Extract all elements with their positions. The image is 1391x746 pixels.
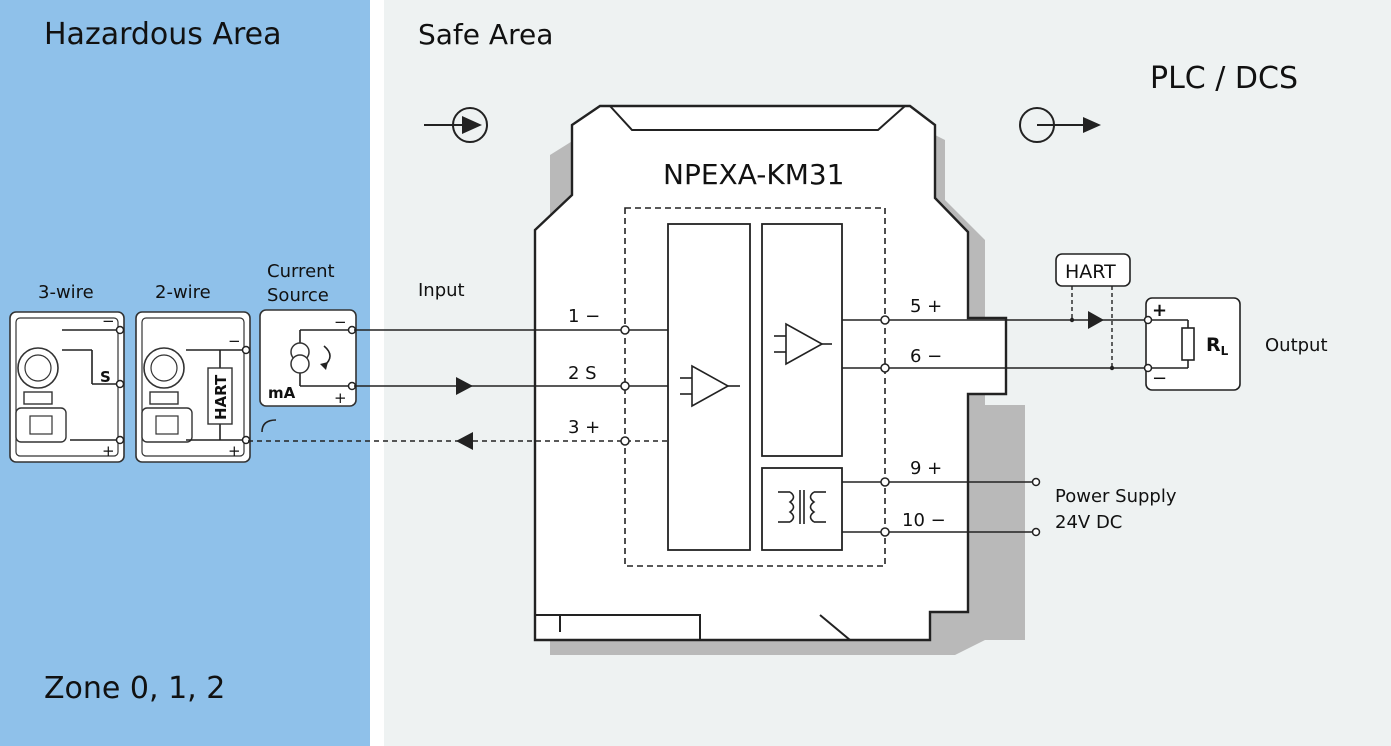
terminal-3 (620, 436, 630, 446)
three-wire-plus: + (102, 442, 115, 460)
safe-area-title: Safe Area (418, 18, 553, 51)
terminal-6 (880, 363, 890, 373)
two-wire-label: 2-wire (155, 282, 211, 303)
three-wire-s: S (100, 368, 111, 386)
input-label: Input (418, 280, 465, 301)
terminal-2-label: 2 S (568, 363, 597, 384)
terminal-6-label: 6 − (910, 346, 942, 367)
terminal-9 (880, 477, 890, 487)
output-amplifier-icon (774, 322, 832, 366)
housing-bottom-rail (535, 614, 851, 641)
loop-return-icon (261, 419, 277, 433)
transmitter-icon (15, 347, 67, 443)
current-source-icon (290, 342, 331, 374)
rl-label: RL (1206, 334, 1229, 358)
terminal-2 (620, 381, 630, 391)
current-source-minus: − (334, 313, 347, 331)
zone-gap (370, 0, 384, 746)
two-wire-minus: − (228, 332, 241, 350)
power-supply-label-1: Power Supply (1055, 486, 1177, 507)
terminal-3-label: 3 + (568, 417, 600, 438)
plc-dcs-label: PLC / DCS (1150, 61, 1298, 96)
isolation-transformer-block (761, 467, 843, 551)
rl-plus: + (1152, 300, 1167, 321)
two-wire-device (135, 311, 251, 463)
current-source-device (259, 309, 357, 407)
flow-out-icon (1019, 107, 1101, 143)
current-source-label-1: Current (267, 261, 335, 282)
input-arrow-left (456, 432, 473, 450)
terminal-5-label: 5 + (910, 296, 942, 317)
module-name: NPEXA-KM31 (663, 158, 845, 191)
input-arrow-right (456, 377, 473, 395)
current-source-label-2: Source (267, 285, 329, 306)
terminal-1-label: 1 − (568, 306, 600, 327)
power-terminal-minus (1031, 527, 1041, 537)
terminal-5 (880, 315, 890, 325)
module-internal-boundary (624, 207, 886, 567)
output-arrow (1088, 311, 1104, 329)
transmitter-icon (141, 347, 193, 443)
power-supply-label-2: 24V DC (1055, 512, 1122, 533)
zone-label: Zone 0, 1, 2 (44, 671, 225, 706)
housing-top-notch (609, 105, 906, 131)
power-terminal-plus (1031, 477, 1041, 487)
terminal-10-label: 10 − (902, 510, 946, 531)
three-wire-device (9, 311, 125, 463)
terminal-1 (620, 325, 630, 335)
current-source-ma: mA (268, 384, 296, 402)
current-source-plus: + (334, 389, 347, 407)
terminal-9-label: 9 + (910, 458, 942, 479)
transformer-icon (778, 490, 826, 524)
output-hart-label: HART (1065, 261, 1116, 283)
two-wire-hart-label: HART (212, 374, 230, 420)
hazardous-area-title: Hazardous Area (44, 17, 282, 52)
rl-minus: − (1152, 368, 1167, 389)
three-wire-minus: − (102, 312, 115, 330)
amplifier-icon (680, 364, 740, 408)
three-wire-label: 3-wire (38, 282, 94, 303)
resistor-icon (1181, 327, 1195, 361)
output-label: Output (1265, 335, 1328, 356)
flow-in-icon (424, 107, 488, 143)
rl-subscript: L (1221, 344, 1229, 358)
terminal-10 (880, 527, 890, 537)
two-wire-plus: + (228, 442, 241, 460)
two-wire-hart-box (207, 367, 233, 425)
output-hart-box (1055, 253, 1131, 287)
